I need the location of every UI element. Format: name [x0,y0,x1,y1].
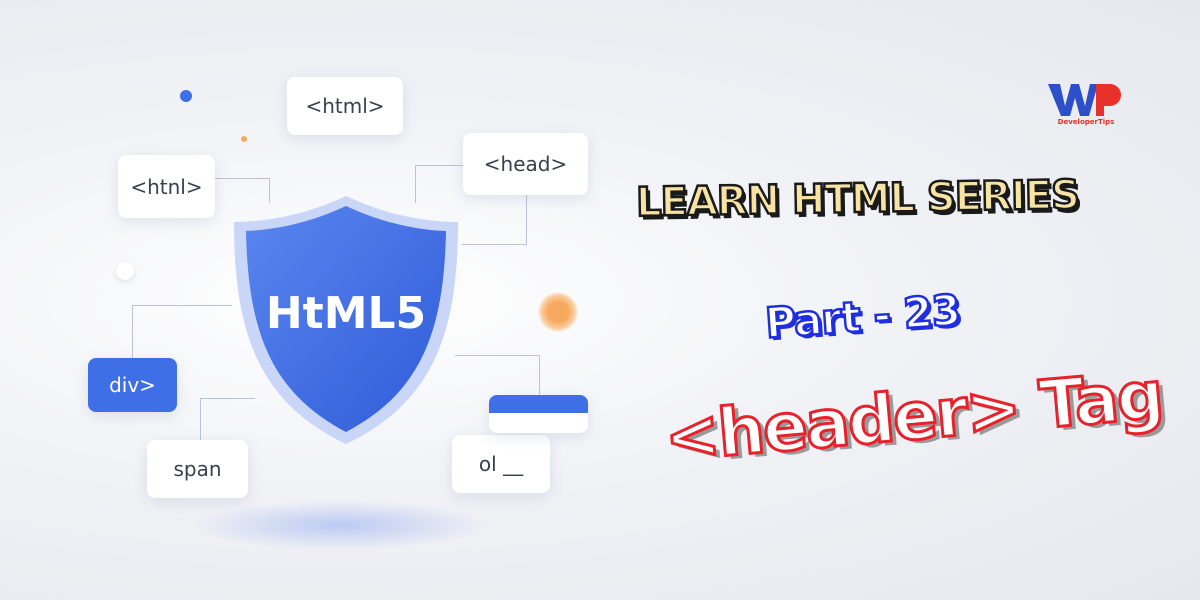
span-tag-label: span [173,457,222,481]
orange-dot [241,136,247,142]
head-tag-label: <head> [483,152,568,176]
head-tag-card: <head> [463,133,588,195]
connector-line [132,305,232,358]
blue-bar [489,395,588,413]
shield-label: HtML5 [265,288,427,339]
white-dot [116,262,134,280]
wp-logo: DeveloperTips [1048,84,1121,126]
connector-line [200,398,255,440]
html-tag-label: <html> [305,94,385,118]
html-tag-card: <html> [287,77,403,135]
blue-dot [180,90,192,102]
span-tag-card: span [147,440,248,498]
orange-orb [538,292,578,332]
blue-bar-card [489,395,588,433]
htnl-tag-label: <htnl> [130,174,203,199]
ol-tag-card: ol __ [452,435,550,493]
div-tag-label: div> [109,373,156,397]
ol-tag-label: ol __ [478,452,524,476]
svg-text:DeveloperTips: DeveloperTips [1058,118,1115,126]
htnl-tag-card: <htnl> [118,155,215,218]
shield-glow [190,500,490,550]
series-title: LEARN HTML SERIES [634,171,1080,227]
connector-line [215,178,270,203]
shield-icon [234,196,458,444]
connector-line [462,195,527,245]
connector-line [415,165,463,203]
topic-title: <header> Tag [660,355,1167,478]
connector-line [455,355,540,395]
div-tag-card: div> [88,358,177,412]
part-number: Part - 23 [762,284,962,349]
